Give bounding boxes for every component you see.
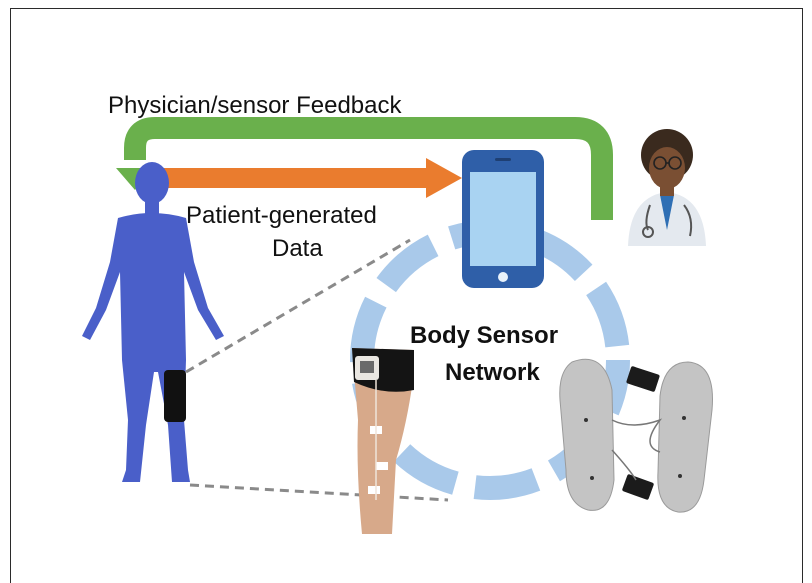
feedback-arrow <box>124 117 613 220</box>
feedback-label: Physician/sensor Feedback <box>108 92 402 119</box>
patient-data-label-line2: Data <box>272 235 323 262</box>
network-label-line2: Network <box>445 359 540 386</box>
human-body-icon <box>82 162 224 482</box>
knee-sensor-photo <box>352 348 414 534</box>
patient-data-label-line1: Patient-generated <box>186 202 377 229</box>
data-arrowhead <box>426 158 462 198</box>
network-label-line1: Body Sensor <box>410 322 558 349</box>
connector-line-foot <box>189 483 449 502</box>
doctor-avatar-icon <box>628 129 706 246</box>
knee-brace <box>164 370 186 422</box>
connector-line-knee <box>185 238 411 374</box>
data-arrow-shaft <box>160 168 428 188</box>
insole-sensors-photo <box>559 358 713 513</box>
smartphone-icon <box>462 150 544 288</box>
